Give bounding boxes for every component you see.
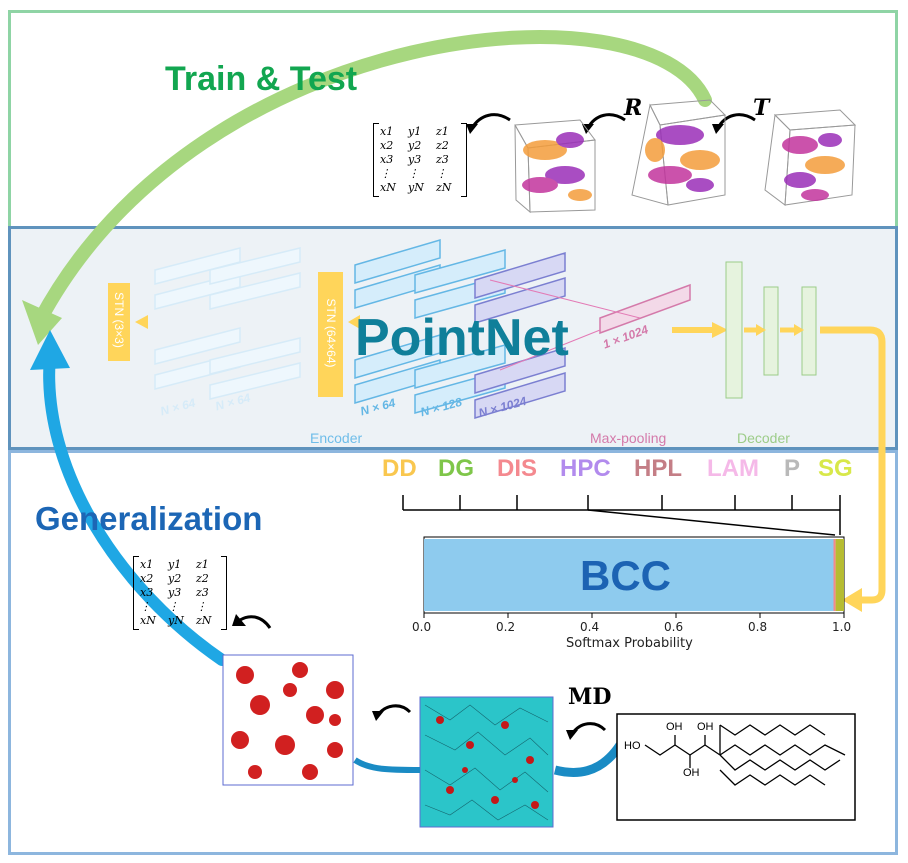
bar-segment-bcc — [424, 539, 834, 611]
molecule-to-md-arrow — [553, 742, 624, 777]
xtick-2: 0.4 — [580, 620, 600, 634]
maxpool-label: Max-pooling — [590, 430, 667, 446]
generalization-panel — [8, 450, 898, 855]
oh-label-4: OH — [683, 767, 700, 779]
translation-label: T — [753, 95, 770, 121]
point-cloud-1 — [522, 132, 592, 201]
generalization-arrow — [43, 349, 228, 666]
molecule-structure — [644, 724, 846, 786]
class-label-dg: DG — [438, 455, 474, 482]
class-label-dd: DD — [382, 455, 417, 482]
class-bracket — [402, 495, 841, 536]
feature-maps-second — [354, 238, 506, 414]
particle-clusters — [231, 662, 344, 780]
pointnet-panel — [8, 226, 898, 450]
oh-label-2: OH — [697, 721, 714, 733]
class-label-dis: DIS — [497, 455, 538, 482]
pointnet-title: PointNet — [355, 309, 569, 367]
xtick-1: 0.2 — [496, 620, 516, 634]
md-texture — [424, 704, 549, 821]
feature-maps-64 — [154, 247, 301, 400]
md-to-particles-arrow — [353, 757, 421, 773]
xtick-5: 1.0 — [832, 620, 852, 634]
point-cloud-3 — [782, 133, 845, 201]
decoder-layer-2 — [763, 286, 779, 376]
md-red-sites — [436, 716, 539, 809]
probability-chart — [423, 536, 845, 618]
x-axis-label: Softmax Probability — [566, 636, 693, 651]
md-label: MD — [568, 684, 612, 710]
class-label-lam: LAM — [707, 455, 759, 482]
generalization-arrowhead — [30, 330, 70, 370]
rotation-label: R — [624, 95, 643, 121]
train-test-title: Train & Test — [165, 60, 358, 98]
pool-vector — [599, 283, 691, 335]
class-label-hpl: HPL — [634, 455, 682, 482]
output-arrow — [820, 326, 886, 604]
molecule-box — [616, 713, 856, 821]
class-label-sg: SG — [818, 455, 853, 482]
bar-segment-dis — [833, 539, 836, 611]
stn2-block — [318, 272, 343, 397]
stn2-label: STN (64×64) — [324, 298, 338, 368]
point-cloud-2 — [645, 125, 720, 192]
encoder-label: Encoder — [310, 430, 363, 446]
class-label-hpc: HPC — [560, 455, 611, 482]
class-label-p: P — [784, 455, 801, 482]
feature-maps-1024 — [474, 251, 566, 420]
xtick-4: 0.8 — [748, 620, 768, 634]
oh-label-3: HO — [624, 740, 641, 752]
bar-segment-sg — [835, 539, 844, 611]
train-loop-arrow — [33, 30, 712, 327]
decoder-layer-3 — [801, 286, 817, 376]
stn1-label: STN (3×3) — [112, 292, 126, 348]
decoder-layer-1 — [725, 261, 743, 399]
output-arrowhead — [842, 588, 862, 612]
stn1-block — [108, 283, 130, 361]
train-loop-arrowhead — [22, 300, 62, 345]
decoder-label: Decoder — [737, 430, 790, 446]
generalization-title: Generalization — [35, 500, 263, 537]
oh-label-1: OH — [666, 721, 683, 733]
xtick-3: 0.6 — [664, 620, 684, 634]
xtick-0: 0.0 — [412, 620, 432, 634]
chart-bar-label: BCC — [580, 552, 671, 599]
